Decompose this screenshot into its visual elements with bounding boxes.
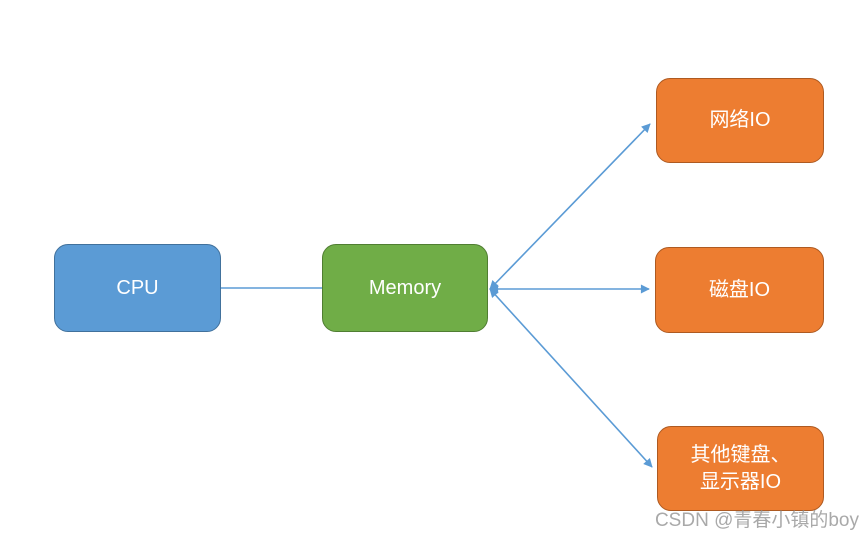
edge-memory-network-io	[489, 123, 651, 290]
node-disk-io: 磁盘IO	[655, 247, 824, 333]
node-memory-label: Memory	[368, 276, 442, 299]
watermark: CSDN @青春小镇的boy	[654, 510, 859, 531]
node-network-io: 网络IO	[656, 78, 824, 163]
node-cpu-label: CPU	[116, 276, 159, 299]
node-other-io-label-line2: 显示器IO	[699, 470, 782, 493]
node-other-io-label-line1: 其他键盘、	[690, 443, 791, 466]
node-cpu: CPU	[54, 244, 221, 332]
node-network-io-label: 网络IO	[709, 109, 771, 131]
node-disk-io-label: 磁盘IO	[708, 278, 771, 301]
node-other-io: 其他键盘、 显示器IO	[657, 426, 824, 511]
edge-memory-other-io	[489, 288, 653, 468]
node-memory: Memory	[322, 244, 488, 332]
